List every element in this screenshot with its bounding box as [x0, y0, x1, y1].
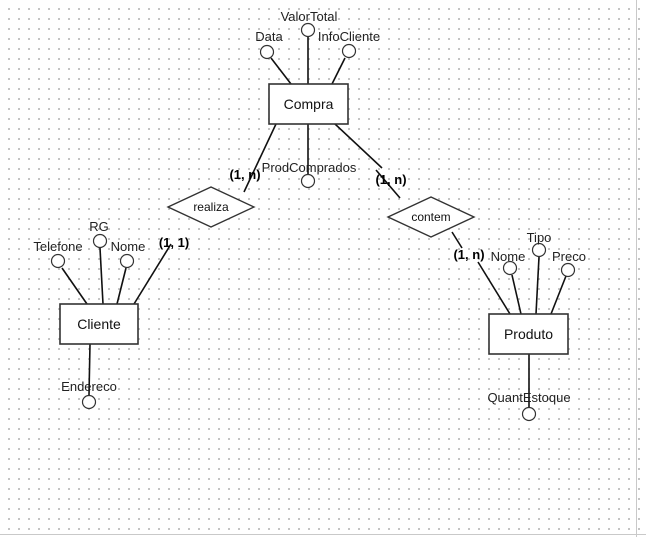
attribute-tipo-circle[interactable] [531, 242, 547, 258]
attribute-valortotal-circle[interactable] [300, 22, 316, 38]
entity-produto-label: Produto [504, 326, 553, 342]
edge-compra-realiza [243, 123, 277, 193]
edges [61, 36, 567, 407]
relationship-realiza[interactable]: realiza [166, 186, 256, 228]
attribute-telefone-circle[interactable] [50, 253, 66, 269]
attribute-labels: ValorTotal Data InfoCliente ProdComprado… [33, 9, 586, 405]
edge-produto-preco [550, 275, 567, 315]
edge-cliente-telefone [61, 267, 88, 305]
attribute-produto-nome-circle[interactable] [502, 260, 518, 276]
attribute-valortotal-label: ValorTotal [281, 9, 338, 24]
entity-produto[interactable]: Produto [488, 313, 569, 355]
edge-cliente-rg [99, 247, 104, 305]
canvas-border-bottom [0, 534, 646, 535]
edge-produto-nome [511, 274, 522, 315]
attribute-cliente-nome-label: Nome [111, 239, 146, 254]
attribute-telefone-label: Telefone [33, 239, 82, 254]
attribute-quantestoque-label: QuantEstoque [487, 390, 570, 405]
attribute-rg-label: RG [89, 219, 109, 234]
attribute-data-label: Data [255, 29, 283, 44]
attribute-infocliente-circle[interactable] [341, 43, 357, 59]
canvas-border-right [636, 0, 637, 537]
attribute-circles [50, 22, 576, 422]
attribute-preco-label: Preco [552, 249, 586, 264]
edge-compra-contem-2 [375, 169, 401, 199]
cardinality-contem-produto: (1, n) [453, 247, 484, 262]
attribute-endereco-circle[interactable] [81, 394, 97, 410]
relationship-contem[interactable]: contem [386, 196, 476, 238]
cardinality-compra-contem: (1, n) [375, 172, 406, 187]
attribute-rg-circle[interactable] [92, 233, 108, 249]
attribute-infocliente-label: InfoCliente [318, 29, 380, 44]
edge-compra-infocliente [331, 57, 346, 85]
edge-contem-produto [451, 231, 463, 249]
cardinality-labels: (1, n) (1, 1) (1, n) (1, n) [159, 167, 485, 262]
edge-compra-data [270, 57, 292, 85]
edge-cliente-nome [116, 267, 127, 305]
attribute-prodcomprados-circle[interactable] [300, 173, 316, 189]
attribute-endereco-label: Endereco [61, 379, 117, 394]
entity-cliente-label: Cliente [77, 316, 121, 332]
entity-compra-label: Compra [284, 96, 334, 112]
edge-cliente-endereco [88, 343, 91, 396]
attribute-produto-nome-label: Nome [491, 249, 526, 264]
edge-contem-produto-2 [477, 261, 511, 315]
attribute-data-circle[interactable] [259, 44, 275, 60]
entity-compra[interactable]: Compra [268, 83, 349, 125]
edge-realiza-cliente [133, 243, 172, 305]
attribute-cliente-nome-circle[interactable] [119, 253, 135, 269]
entity-cliente[interactable]: Cliente [59, 303, 139, 345]
attribute-prodcomprados-label: ProdComprados [262, 160, 357, 175]
edge-compra-contem [334, 123, 383, 169]
relationship-realiza-label: realiza [193, 200, 229, 214]
attribute-tipo-label: Tipo [527, 230, 552, 245]
edge-produto-tipo [535, 256, 540, 315]
cardinality-realiza-cliente: (1, 1) [159, 235, 189, 250]
attribute-preco-circle[interactable] [560, 262, 576, 278]
cardinality-compra-realiza: (1, n) [229, 167, 260, 182]
attribute-quantestoque-circle[interactable] [521, 406, 537, 422]
relationship-contem-label: contem [411, 210, 450, 224]
